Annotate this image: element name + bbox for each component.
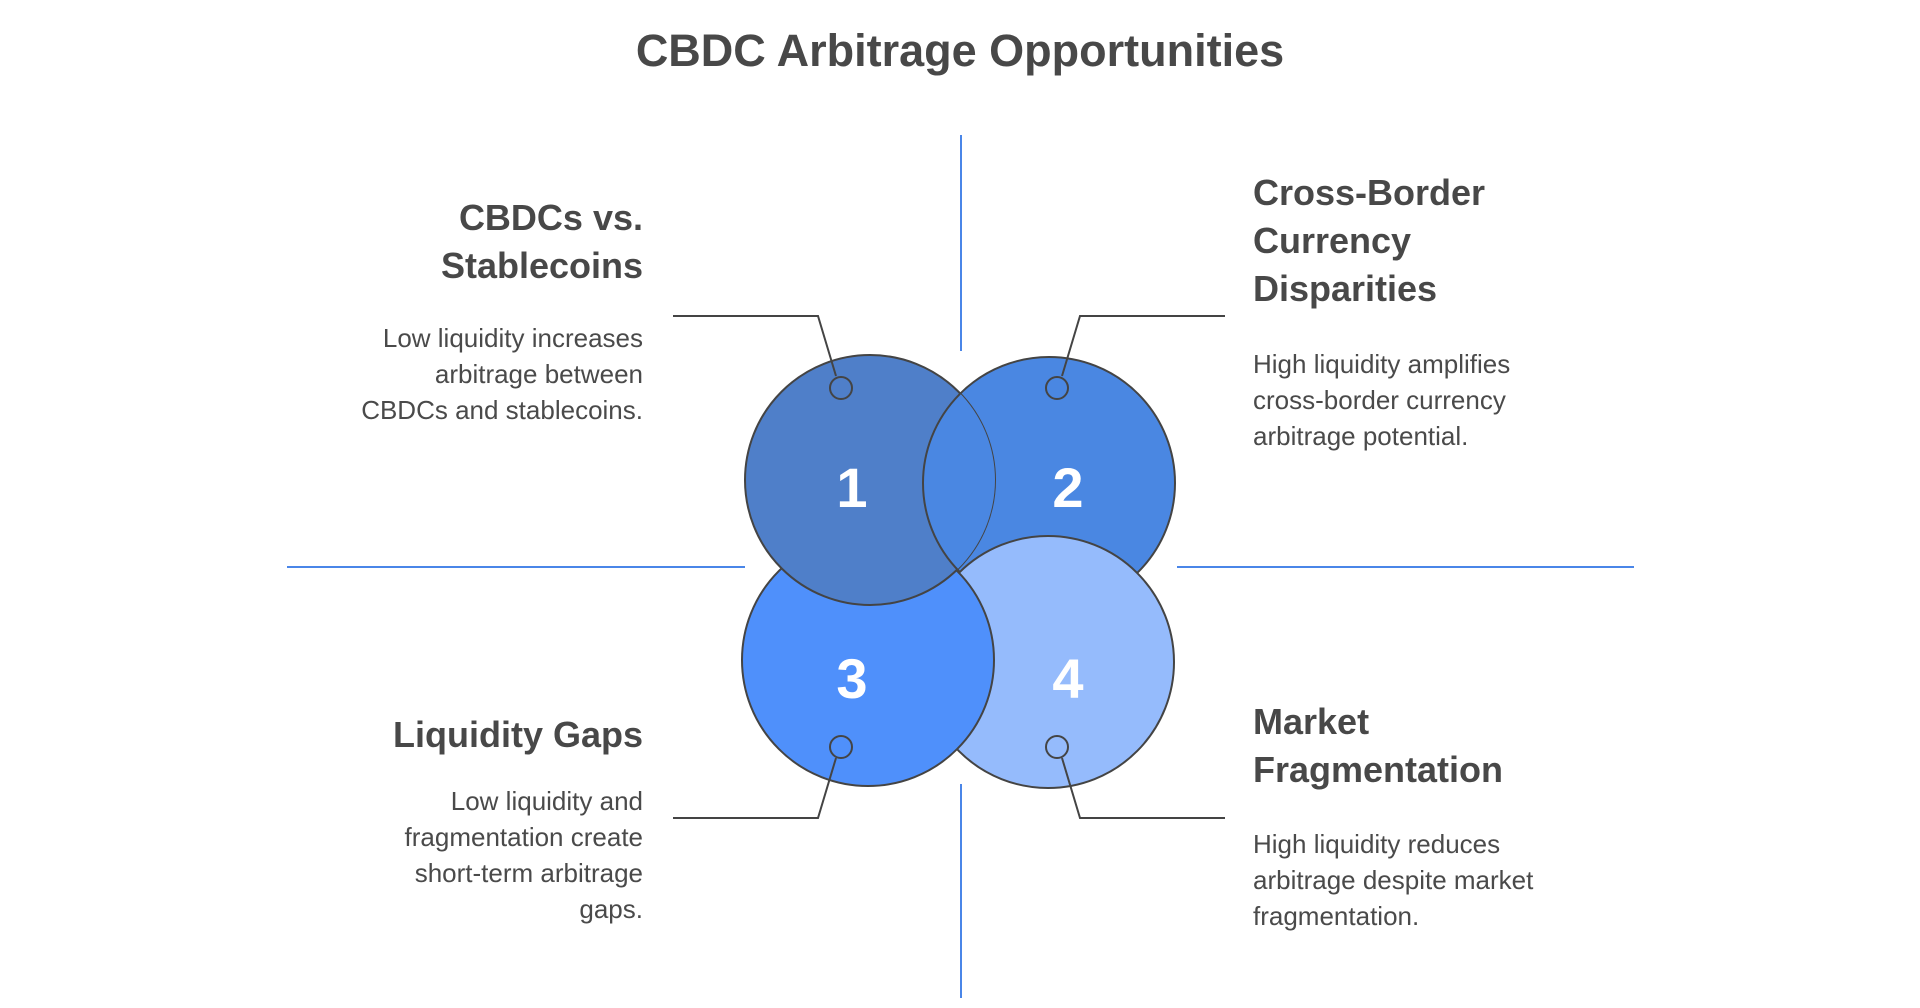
body-line: fragmentation create bbox=[404, 822, 643, 852]
heading-line: Cross-Border bbox=[1253, 172, 1486, 213]
item-1-description: Low liquidity increases arbitrage betwee… bbox=[361, 320, 643, 428]
leader-2 bbox=[1061, 315, 1225, 377]
dot-4 bbox=[1045, 735, 1069, 759]
body-line: arbitrage despite market bbox=[1253, 865, 1534, 895]
heading-line: Currency bbox=[1253, 220, 1412, 261]
item-2-heading: Cross-Border Currency Disparities bbox=[1253, 169, 1485, 313]
item-2-description: High liquidity amplifies cross-border cu… bbox=[1253, 346, 1510, 454]
circle-number-1: 1 bbox=[836, 456, 867, 519]
body-line: Low liquidity and bbox=[450, 786, 643, 816]
leader-lines bbox=[673, 315, 1225, 819]
circle-number-2: 2 bbox=[1052, 456, 1083, 519]
item-3-description: Low liquidity and fragmentation create s… bbox=[405, 783, 643, 927]
body-line: gaps. bbox=[579, 894, 643, 924]
body-line: CBDCs and stablecoins. bbox=[361, 395, 643, 425]
body-line: short-term arbitrage bbox=[414, 858, 643, 888]
heading-line: CBDCs vs. bbox=[458, 197, 643, 238]
item-4-heading: Market Fragmentation bbox=[1253, 698, 1503, 794]
axis-lines bbox=[287, 135, 1634, 998]
circle-number-4: 4 bbox=[1052, 647, 1083, 710]
heading-line: Stablecoins bbox=[440, 245, 643, 286]
body-line: High liquidity reduces bbox=[1253, 829, 1501, 859]
item-1-heading: CBDCs vs. Stablecoins bbox=[441, 194, 643, 290]
body-line: cross-border currency bbox=[1253, 385, 1506, 415]
leader-3 bbox=[673, 757, 837, 819]
body-line: High liquidity amplifies bbox=[1253, 349, 1511, 379]
item-3-heading: Liquidity Gaps bbox=[393, 711, 643, 759]
body-line: arbitrage between bbox=[434, 359, 643, 389]
heading-line: Liquidity Gaps bbox=[392, 714, 643, 755]
body-line: fragmentation. bbox=[1253, 901, 1420, 931]
dot-3 bbox=[829, 735, 853, 759]
leader-1 bbox=[673, 315, 837, 377]
heading-line: Market bbox=[1253, 701, 1370, 742]
body-line: arbitrage potential. bbox=[1253, 421, 1469, 451]
heading-line: Disparities bbox=[1253, 268, 1438, 309]
dot-2 bbox=[1045, 376, 1069, 400]
body-line: Low liquidity increases bbox=[382, 323, 643, 353]
heading-line: Fragmentation bbox=[1253, 749, 1504, 790]
dot-1 bbox=[829, 376, 853, 400]
page-title: CBDC Arbitrage Opportunities bbox=[635, 25, 1285, 76]
item-4-description: High liquidity reduces arbitrage despite… bbox=[1253, 826, 1533, 934]
leader-4 bbox=[1061, 757, 1225, 819]
circle-number-3: 3 bbox=[836, 647, 867, 710]
